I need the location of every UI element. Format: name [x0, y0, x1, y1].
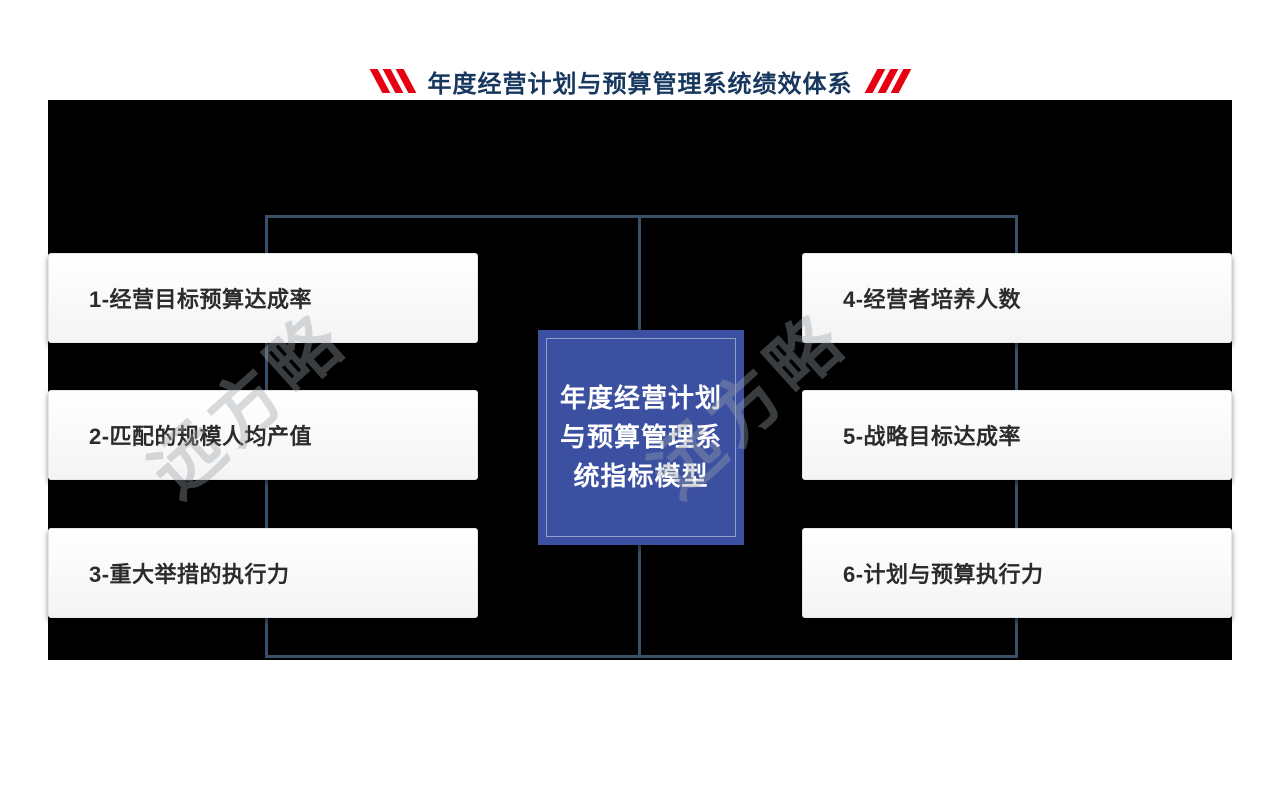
- diagram-board: 1-经营目标预算达成率 2-匹配的规模人均产值 3-重大举措的执行力 4-经营者…: [48, 100, 1232, 660]
- center-model-box-inner: 年度经营计划 与预算管理系 统指标模型: [546, 338, 736, 537]
- kpi-label: 3-重大举措的执行力: [89, 562, 290, 587]
- center-box-line: 年度经营计划: [559, 383, 722, 413]
- center-box-line: 与预算管理系: [559, 422, 722, 452]
- title-right-slashes-icon: [864, 68, 911, 94]
- center-box-line: 统指标模型: [573, 461, 709, 491]
- kpi-label: 1-经营目标预算达成率: [89, 287, 313, 312]
- kpi-label: 5-战略目标达成率: [843, 424, 1022, 449]
- kpi-label: 4-经营者培养人数: [843, 287, 1022, 312]
- kpi-label: 6-计划与预算执行力: [843, 562, 1044, 587]
- kpi-box-4: 4-经营者培养人数: [802, 253, 1232, 343]
- kpi-box-6: 6-计划与预算执行力: [802, 528, 1232, 618]
- page-title: 年度经营计划与预算管理系统绩效体系: [427, 70, 853, 98]
- center-model-box: 年度经营计划 与预算管理系 统指标模型: [538, 330, 744, 545]
- kpi-box-1: 1-经营目标预算达成率: [48, 253, 478, 343]
- kpi-box-2: 2-匹配的规模人均产值: [48, 390, 478, 480]
- diagram-title-row: 年度经营计划与预算管理系统绩效体系: [0, 62, 1280, 100]
- kpi-box-5: 5-战略目标达成率: [802, 390, 1232, 480]
- kpi-label: 2-匹配的规模人均产值: [89, 424, 313, 449]
- title-left-slashes-icon: [369, 68, 416, 94]
- kpi-box-3: 3-重大举措的执行力: [48, 528, 478, 618]
